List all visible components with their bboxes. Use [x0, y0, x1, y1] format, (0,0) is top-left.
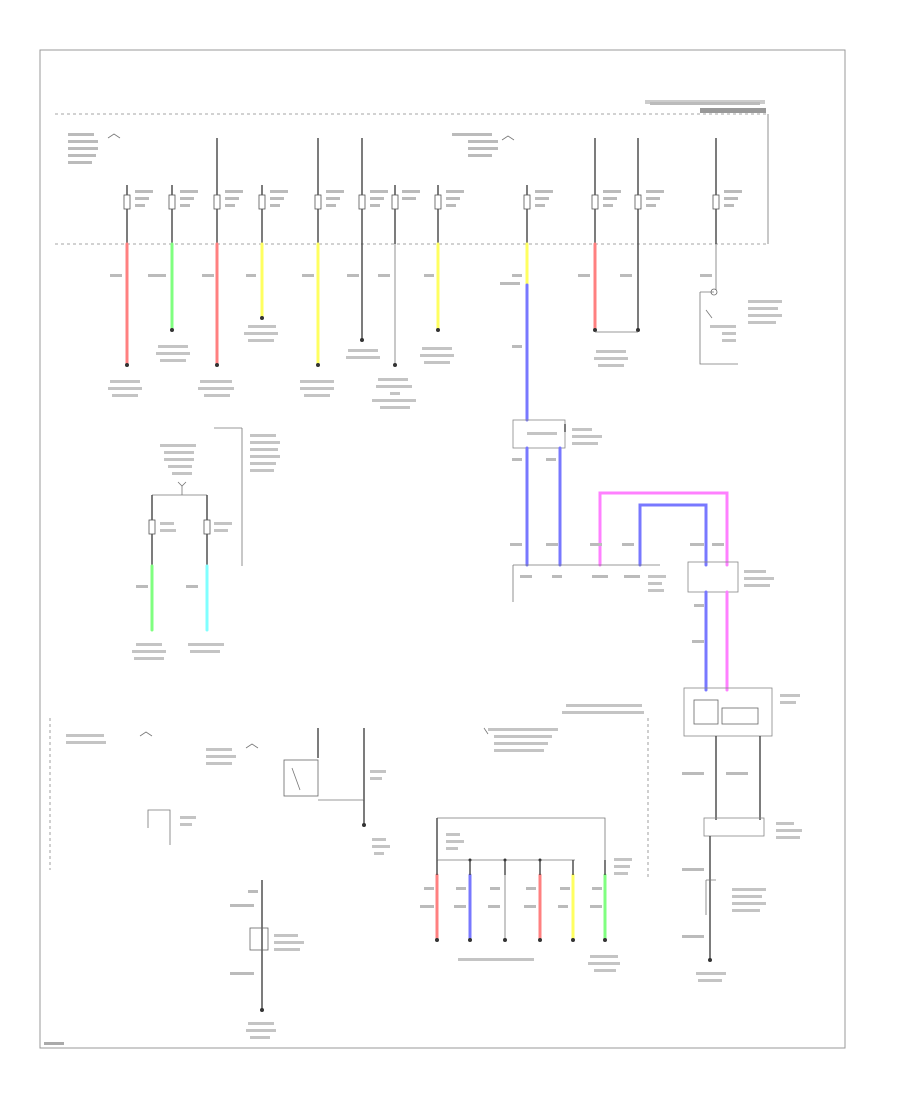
switch-box-1 [687, 561, 739, 593]
footer-mark [44, 1042, 64, 1045]
bottom-left [49, 718, 390, 1039]
left-branch [132, 427, 280, 660]
fuse-3 [213, 138, 221, 244]
fuse-9 [523, 185, 531, 244]
fuse-2 [168, 185, 176, 244]
connector-right-top [699, 288, 782, 365]
switch-box-2 [683, 687, 773, 737]
fuse-7 [391, 185, 399, 244]
fuse-4 [258, 185, 266, 244]
output-wires [108, 242, 717, 422]
fuse-10 [591, 138, 599, 244]
relay-box [512, 419, 566, 449]
fuse-8 [434, 185, 442, 244]
right-chain [682, 561, 802, 982]
fuse-11 [634, 138, 642, 244]
fuse-block-outline [55, 100, 769, 245]
diagram-frame [39, 49, 846, 1049]
bottom-center [420, 704, 649, 972]
wire-blue-4 [638, 503, 708, 567]
fuse-5 [314, 138, 322, 244]
wire-pink-1 [598, 491, 729, 567]
switch-box-3 [703, 817, 765, 837]
fuse-1 [123, 185, 131, 244]
relay-block [510, 419, 729, 602]
fuse-6 [358, 138, 366, 244]
fuse-row [68, 102, 760, 244]
fuse-12 [712, 138, 720, 244]
